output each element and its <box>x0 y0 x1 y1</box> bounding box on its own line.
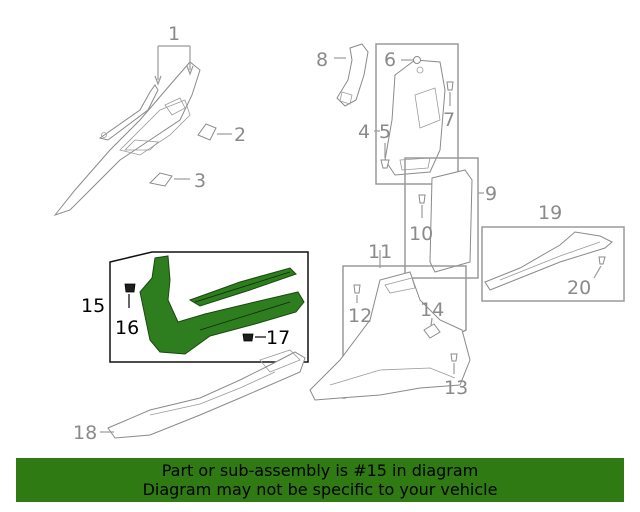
part-1-a-pillar-trim <box>53 61 201 217</box>
part-14-cover <box>423 323 441 339</box>
part-11-quarter-trim <box>309 271 471 401</box>
part-7-clip <box>446 81 454 91</box>
callout-16: 16 <box>115 317 139 339</box>
callout-1: 1 <box>168 23 180 45</box>
callout-17: 17 <box>266 327 290 349</box>
callout-12: 12 <box>348 305 372 327</box>
box-4 <box>375 43 459 185</box>
part-13-clip <box>450 353 458 362</box>
callout-8: 8 <box>316 49 328 71</box>
box-15 <box>109 251 309 363</box>
callout-4: 4 <box>358 121 370 143</box>
callout-3: 3 <box>194 170 206 192</box>
part-10-clip <box>418 194 426 204</box>
callout-20: 20 <box>567 277 591 299</box>
callout-20-leader <box>593 265 602 279</box>
part-2-clip <box>197 123 217 141</box>
callout-11: 11 <box>368 241 392 263</box>
part-17-clip <box>242 333 254 342</box>
part-16-clip <box>124 283 136 293</box>
part-20-clip <box>598 256 606 265</box>
part-3-clip <box>148 172 173 187</box>
part-19-scuff-plate <box>484 231 613 291</box>
callout-14-leader <box>430 317 433 327</box>
part-5-clip <box>380 159 390 169</box>
box-9 <box>404 157 479 279</box>
callout-1-leaders <box>154 45 194 86</box>
callout-9: 9 <box>485 183 497 205</box>
part-6-fastener <box>413 56 421 64</box>
callout-13: 13 <box>444 377 468 399</box>
callout-2: 2 <box>234 124 246 146</box>
box-19 <box>481 226 625 302</box>
callout-6: 6 <box>384 49 396 71</box>
callout-5: 5 <box>379 121 391 143</box>
callout-10: 10 <box>409 223 433 245</box>
callout-15: 15 <box>81 295 105 317</box>
banner-line-1: Part or sub-assembly is #15 in diagram <box>161 461 479 480</box>
part-18-bracket <box>107 349 306 439</box>
info-banner: Part or sub-assembly is #15 in diagram D… <box>16 458 624 502</box>
callout-18: 18 <box>73 422 97 444</box>
part-8-grab-handle <box>336 43 369 107</box>
callout-14: 14 <box>420 299 444 321</box>
callout-7: 7 <box>443 109 455 131</box>
part-9-b-pillar-lower <box>429 169 473 273</box>
part-12-clip <box>353 284 361 294</box>
part-15-highlighted-assembly <box>139 255 305 355</box>
callout-19: 19 <box>538 202 562 224</box>
banner-line-2: Diagram may not be specific to your vehi… <box>142 480 498 499</box>
